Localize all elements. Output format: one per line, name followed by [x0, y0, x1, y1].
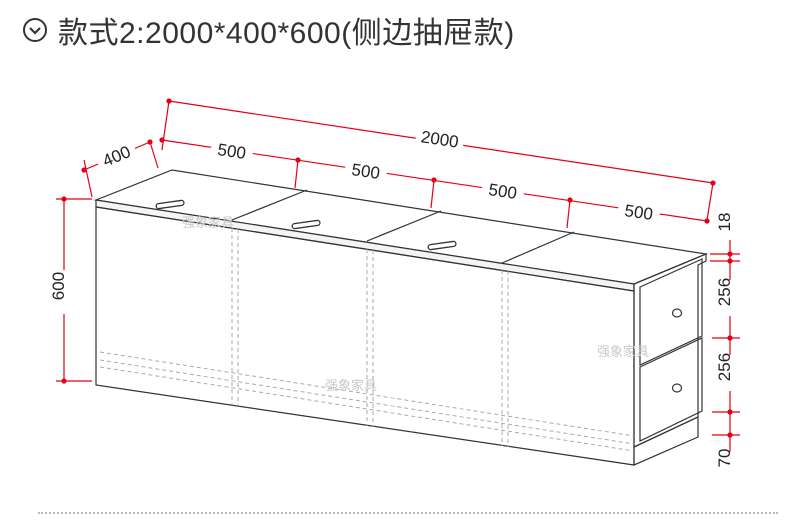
- cabinet-plinth: [633, 416, 699, 466]
- side-drawer-bottom: [639, 337, 703, 442]
- label-segment-3: 500: [487, 180, 518, 203]
- dimension-labels: 2000 500 500 500 500 400 600 18 256 256 …: [49, 124, 741, 476]
- label-height: 600: [49, 272, 68, 300]
- lid-handles: [155, 199, 683, 393]
- dimension-lines: [56, 98, 740, 470]
- side-drawer-top: [639, 258, 703, 366]
- page-title: 款式2:2000*400*600(侧边抽屉款): [58, 17, 515, 50]
- watermark-2: 强象家具: [325, 378, 377, 393]
- lid-handle-3: [427, 240, 457, 251]
- watermark-3: 强象家具: [597, 344, 649, 359]
- watermark-1: 强象家具: [182, 215, 234, 230]
- label-drawer-1: 256: [715, 278, 734, 306]
- header: 款式2:2000*400*600(侧边抽屉款): [22, 8, 515, 52]
- label-plinth: 70: [715, 449, 734, 468]
- label-segment-4: 500: [623, 201, 654, 224]
- cabinet-drawing: [93, 169, 709, 466]
- drawer-knob-2: [671, 383, 683, 393]
- hidden-lines: [99, 228, 635, 452]
- cabinet-top-edge: [95, 199, 635, 292]
- lid-handle-2: [291, 219, 321, 230]
- dotted-divider: [38, 512, 778, 514]
- drawer-knob-1: [671, 308, 683, 318]
- label-drawer-2: 256: [715, 353, 734, 381]
- chevron-down-circle-icon: [23, 18, 47, 42]
- label-side-top: 18: [715, 213, 734, 232]
- watermarks: 强象家具 强象家具 强象家具: [182, 215, 649, 393]
- lid-handle-1: [155, 199, 185, 210]
- label-segment-2: 500: [350, 160, 381, 183]
- label-segment-1: 500: [216, 140, 247, 163]
